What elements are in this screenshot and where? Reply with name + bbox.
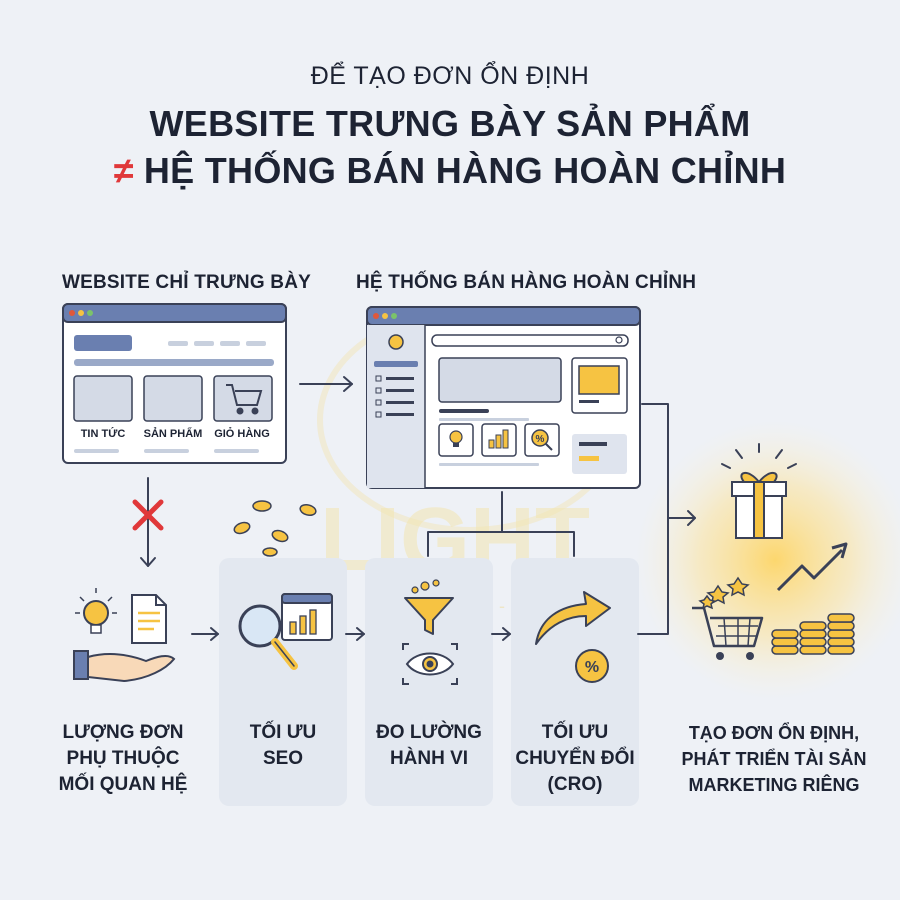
step-box-cro — [511, 558, 639, 806]
open-hand-icon — [73, 650, 176, 683]
title-line-2: ≠HỆ THỐNG BÁN HÀNG HOÀN CHỈNH — [0, 150, 900, 192]
eye-tracking-icon — [402, 643, 458, 685]
not-equal-icon: ≠ — [113, 150, 134, 191]
seo-icons — [238, 593, 333, 670]
bar-chart-icon — [488, 429, 509, 449]
search-icon — [615, 336, 623, 344]
document-icon — [131, 594, 167, 644]
percent-search-icon: % — [531, 429, 553, 451]
result-icons — [692, 443, 855, 660]
right-panel-title: HỆ THỐNG BÁN HÀNG HOÀN CHỈNH — [356, 272, 697, 293]
funnel-icon — [404, 579, 454, 635]
behavior-icons — [402, 579, 458, 685]
card-label-news: TIN TỨC — [80, 428, 126, 440]
title-line-2-text: HỆ THỐNG BÁN HÀNG HOÀN CHỈNH — [143, 150, 787, 191]
growth-arrow-icon — [535, 591, 611, 645]
card-label-products: SẢN PHẨM — [143, 428, 203, 440]
title-line-1: WEBSITE TRƯNG BÀY SẢN PHẨM — [149, 103, 751, 144]
svg-text:%: % — [585, 659, 599, 676]
coins-icon — [233, 500, 317, 557]
lightbulb-icon — [449, 430, 463, 447]
cart-icon — [226, 384, 263, 415]
coin-stack-growth-icon — [771, 542, 855, 655]
gift-icon — [721, 443, 797, 539]
card-label-cart: GIỎ HÀNG — [214, 428, 270, 440]
sales-system-window: % — [366, 306, 641, 489]
header-kicker: ĐỂ TẠO ĐƠN ỔN ĐỊNH — [310, 62, 590, 90]
svg-text:%: % — [536, 434, 545, 445]
cro-icons: % — [535, 591, 611, 683]
showcase-website-window — [62, 303, 287, 464]
percent-badge-icon: % — [575, 649, 609, 683]
magnifier-icon — [238, 604, 298, 670]
relationship-icons — [73, 588, 176, 683]
left-panel-title: WEBSITE CHỈ TRƯNG BÀY — [62, 272, 312, 293]
shopping-cart-stars-icon — [692, 576, 764, 660]
chart-panel-icon — [281, 593, 333, 641]
lightbulb-icon — [75, 588, 117, 634]
cross-icon — [132, 499, 164, 531]
